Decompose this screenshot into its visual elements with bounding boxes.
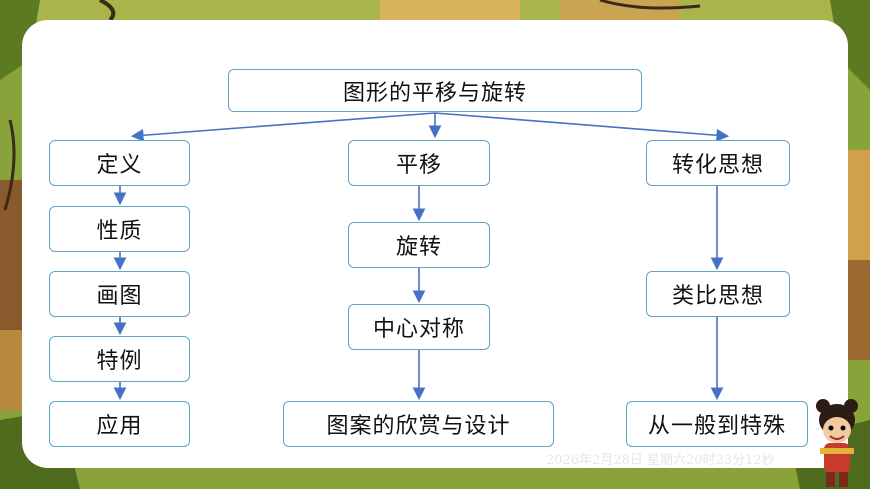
root-node: 图形的平移与旋转 — [228, 69, 642, 112]
col3-node-analogy-idea: 类比思想 — [646, 271, 790, 317]
col2-node-rotation: 旋转 — [348, 222, 490, 268]
col1-node-definition: 定义 — [49, 140, 190, 186]
col1-node-special-case: 特例 — [49, 336, 190, 382]
cartoon-character-illustration — [816, 399, 858, 487]
col3-node-general-to-special: 从一般到特殊 — [626, 401, 808, 447]
col1-node-drawing: 画图 — [49, 271, 190, 317]
col2-node-central-symmetry: 中心对称 — [348, 304, 490, 350]
col1-node-properties: 性质 — [49, 206, 190, 252]
col3-node-transformation-idea: 转化思想 — [646, 140, 790, 186]
col2-node-translation: 平移 — [348, 140, 490, 186]
col2-node-pattern-design: 图案的欣赏与设计 — [283, 401, 554, 447]
timestamp-watermark: 2026年2月28日 星期六20时23分12秒 — [546, 453, 775, 468]
col1-node-application: 应用 — [49, 401, 190, 447]
